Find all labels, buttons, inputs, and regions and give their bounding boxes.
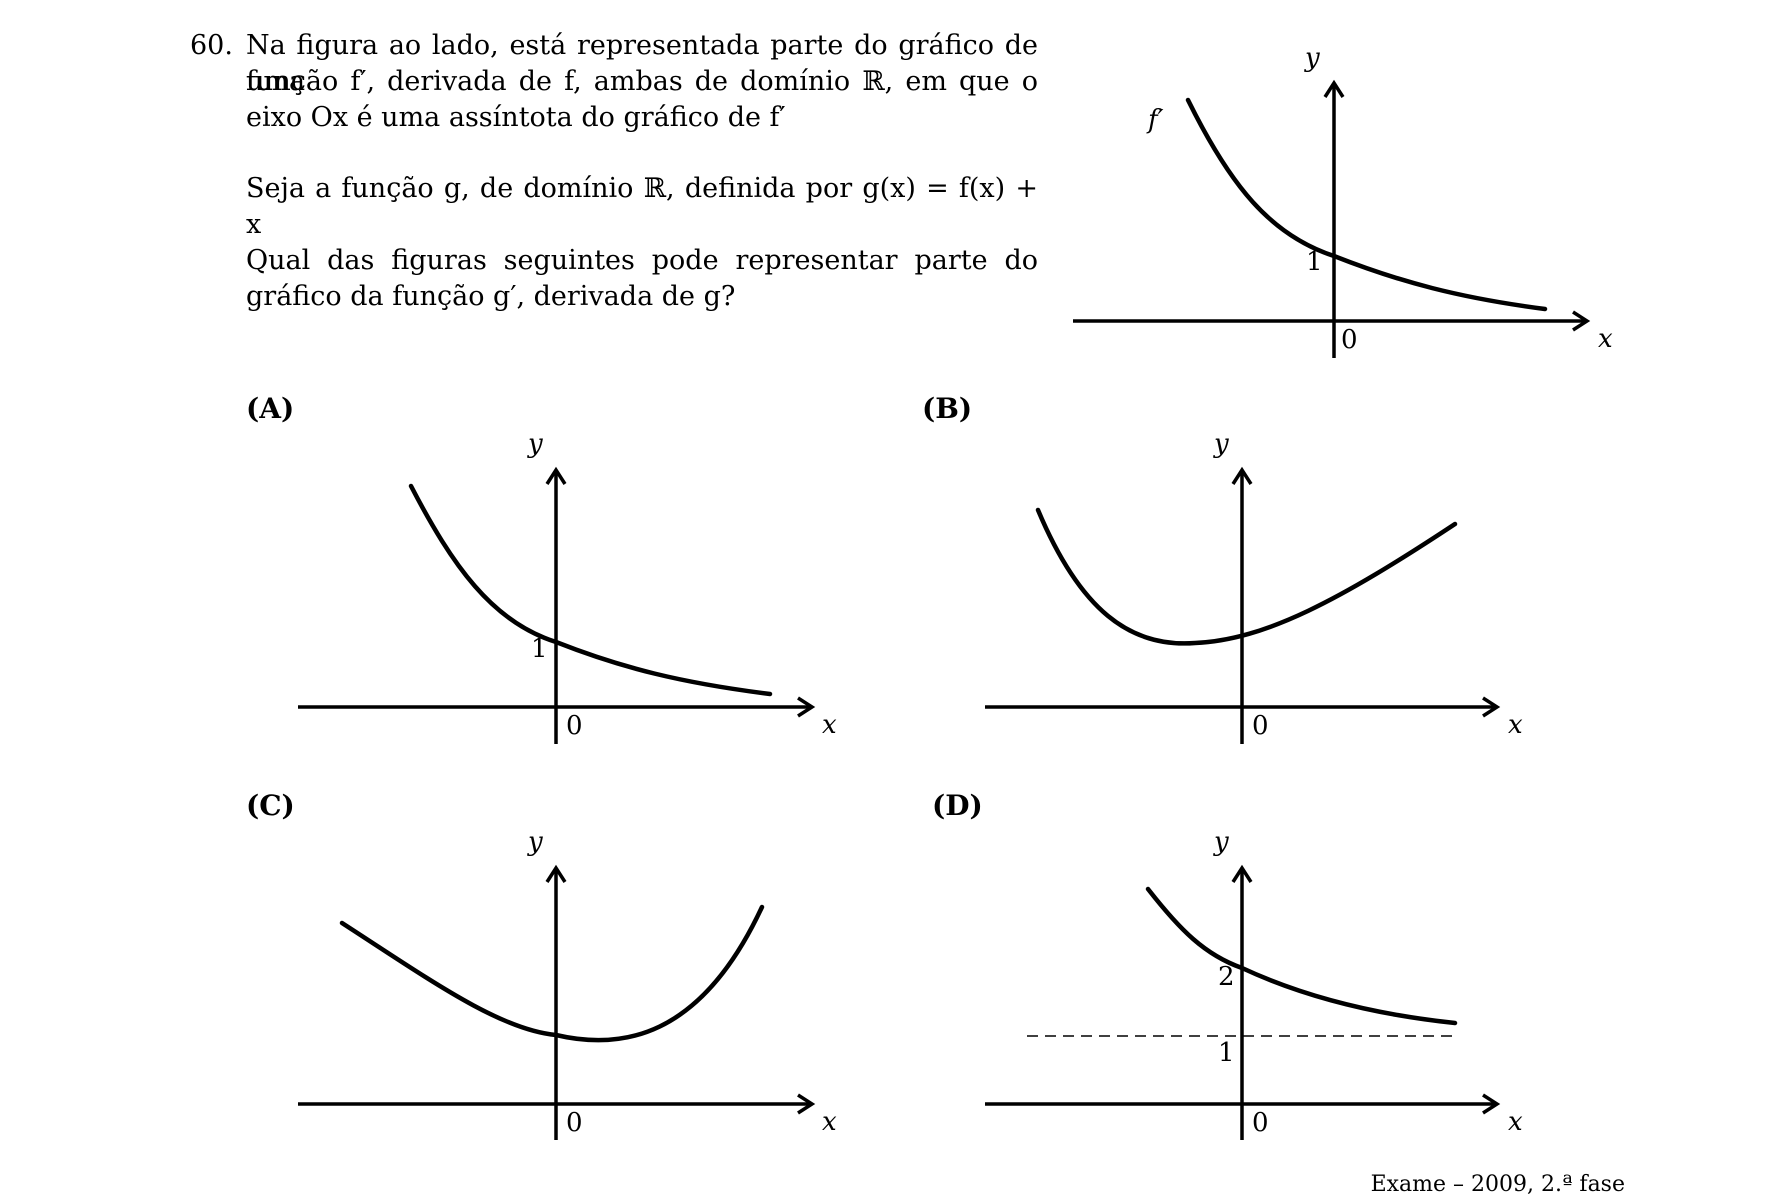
option-b-x-arrow — [1482, 696, 1501, 718]
exam-source: Exame – 2009, 2.ª fase — [1370, 1172, 1625, 1197]
option-b-y-arrow — [1231, 466, 1253, 485]
option-c-y-arrow — [545, 864, 567, 883]
main-x-arrow — [1572, 310, 1591, 332]
option-a-label[interactable]: (A) — [246, 392, 295, 425]
main-y-arrow — [1323, 79, 1345, 98]
option-c-graph[interactable]: y x 0 — [0, 0, 1785, 1160]
main-curve-label: f′ — [1146, 105, 1164, 135]
question-line-3: eixo Ox é uma assíntota do gráfico de f′ — [246, 102, 786, 133]
question-line-1: Na figura ao lado, está representada par… — [246, 30, 1038, 97]
option-d-x-arrow — [1482, 1093, 1501, 1115]
option-a-graph[interactable]: y x 0 1 — [0, 0, 1785, 800]
option-c-curve — [339, 904, 765, 1043]
option-c-label[interactable]: (C) — [246, 789, 295, 822]
option-d-x-label: x — [1508, 1107, 1523, 1137]
main-y-label: y — [1304, 43, 1320, 73]
option-b-curve — [1035, 507, 1458, 646]
question-line-6: gráfico da função g′, derivada de g? — [246, 281, 736, 312]
option-b-graph[interactable]: y x 0 — [0, 0, 1785, 800]
option-d-curve — [1145, 886, 1458, 1026]
option-d-mark-1: 1 — [1218, 1038, 1235, 1068]
option-d-mark-2: 2 — [1218, 962, 1235, 992]
option-a-y-arrow — [545, 466, 567, 485]
option-c-y-label: y — [527, 827, 543, 857]
option-c-x-arrow — [797, 1093, 816, 1115]
option-b-origin-label: 0 — [1252, 711, 1269, 741]
question-line-4: Seja a função g, de domínio ℝ, definida … — [246, 173, 1038, 240]
option-a-x-arrow — [797, 696, 816, 718]
option-d-graph[interactable]: y x 0 2 1 — [0, 0, 1785, 1160]
option-a-mark-1: 1 — [531, 634, 548, 664]
option-d-y-label: y — [1213, 827, 1229, 857]
option-d-y-arrow — [1231, 864, 1253, 883]
option-d-origin-label: 0 — [1252, 1108, 1269, 1138]
question-line-5: Qual das figuras seguintes pode represen… — [246, 245, 1038, 276]
main-y-intercept-label: 1 — [1306, 247, 1323, 277]
option-a-origin-label: 0 — [566, 711, 583, 741]
option-b-label[interactable]: (B) — [922, 392, 973, 425]
question-line-2: função f′, derivada de f, ambas de domín… — [246, 66, 1038, 97]
option-c-x-label: x — [822, 1107, 837, 1137]
option-c-origin-label: 0 — [566, 1108, 583, 1138]
main-x-label: x — [1598, 324, 1613, 354]
main-origin-label: 0 — [1341, 325, 1358, 355]
question-number: 60. — [190, 30, 233, 61]
option-b-x-label: x — [1508, 710, 1523, 740]
option-a-y-label: y — [527, 429, 543, 459]
option-b-y-label: y — [1213, 429, 1229, 459]
option-a-curve — [408, 483, 773, 697]
main-graph: f′ y x 0 1 — [1073, 43, 1613, 358]
option-d-label[interactable]: (D) — [932, 789, 983, 822]
main-curve — [1185, 97, 1548, 312]
option-a-x-label: x — [822, 710, 837, 740]
